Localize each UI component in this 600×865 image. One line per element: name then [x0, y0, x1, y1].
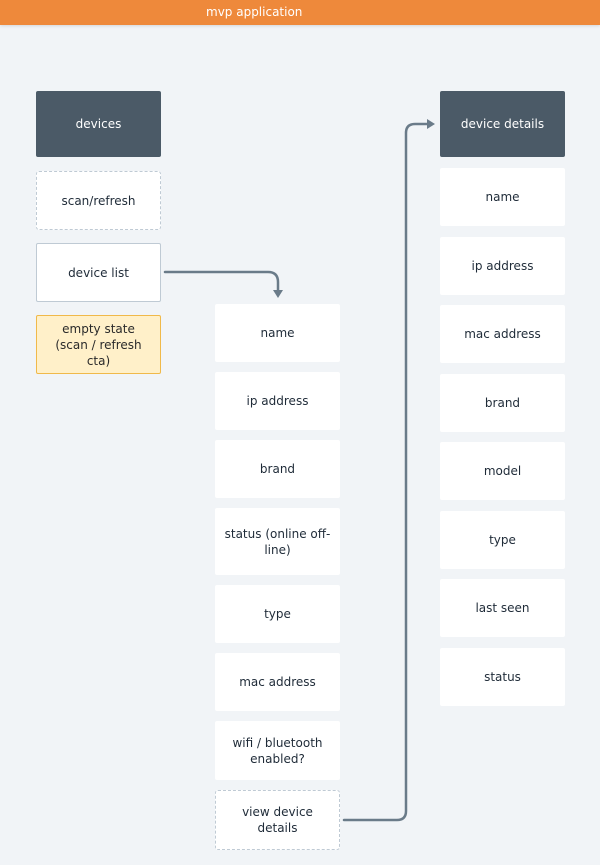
- list-field-node: brand: [215, 440, 340, 498]
- devices-header-label: devices: [75, 117, 122, 131]
- list-field-label: ip address: [246, 394, 309, 408]
- details-field-label: status: [484, 670, 521, 684]
- view-device-details-node: view device details: [215, 790, 340, 850]
- device-details-header-node: device details: [440, 91, 565, 157]
- list-field-node: ip address: [215, 372, 340, 430]
- details-field-label: model: [483, 464, 522, 478]
- list-field-label: status (online off-line): [224, 526, 331, 557]
- details-field-node: model: [440, 442, 565, 500]
- list-field-label: mac address: [239, 675, 316, 689]
- devices-header-node: devices: [36, 91, 161, 157]
- scan-refresh-node: scan/refresh: [36, 171, 161, 230]
- arrowhead-right-icon: [427, 119, 435, 129]
- details-field-node: brand: [440, 374, 565, 432]
- details-field-node: status: [440, 648, 565, 706]
- details-field-label: last seen: [475, 601, 530, 615]
- list-field-node: name: [215, 304, 340, 362]
- details-field-node: last seen: [440, 579, 565, 637]
- list-field-node: mac address: [215, 653, 340, 711]
- details-field-label: mac address: [464, 327, 541, 341]
- list-field-label: wifi / bluetooth enabled?: [232, 735, 323, 766]
- app-title: mvp application: [206, 5, 303, 19]
- list-field-node: status (online off-line): [215, 508, 340, 575]
- details-field-node: mac address: [440, 305, 565, 363]
- view-device-details-label: view device details: [242, 805, 313, 835]
- details-field-node: type: [440, 511, 565, 569]
- empty-state-node: empty state (scan / refresh cta): [36, 315, 161, 374]
- details-field-node: ip address: [440, 237, 565, 295]
- list-field-label: type: [264, 607, 291, 621]
- empty-state-label: empty state (scan / refresh cta): [55, 321, 142, 368]
- details-field-label: ip address: [471, 259, 534, 273]
- connector-device-list-to-fields: [163, 270, 280, 294]
- device-details-header-label: device details: [460, 117, 545, 131]
- list-field-node: type: [215, 585, 340, 643]
- scan-refresh-label: scan/refresh: [61, 193, 136, 208]
- connector-view-details-to-device-details: [342, 122, 430, 822]
- device-list-node: device list: [36, 243, 161, 302]
- app-title-bar: mvp application: [0, 0, 600, 25]
- device-list-label: device list: [68, 265, 129, 280]
- details-field-label: name: [485, 190, 520, 204]
- list-field-label: name: [260, 326, 295, 340]
- list-field-node: wifi / bluetooth enabled?: [215, 721, 340, 780]
- details-field-label: brand: [484, 396, 521, 410]
- details-field-label: type: [489, 533, 516, 547]
- details-field-node: name: [440, 168, 565, 226]
- list-field-label: brand: [259, 462, 296, 476]
- arrowhead-down-icon: [273, 290, 283, 298]
